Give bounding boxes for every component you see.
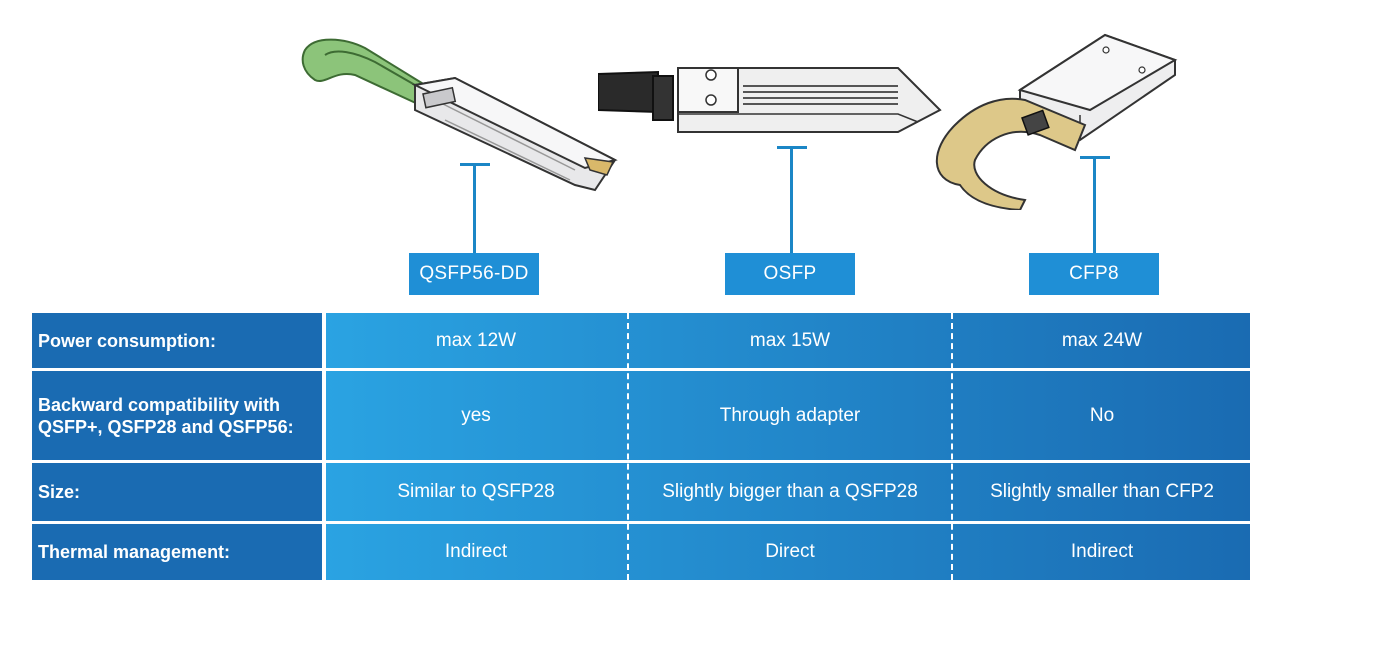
table-cell: Slightly bigger than a QSFP28	[662, 481, 918, 502]
row-header-backward-compatibility: Backward compatibility with QSFP+, QSFP2…	[32, 371, 322, 460]
row-header-thermal-management: Thermal management:	[32, 524, 322, 580]
column-divider	[951, 313, 953, 580]
table-row	[326, 313, 1250, 368]
table-row	[326, 524, 1250, 580]
row-header-power-consumption: Power consumption:	[32, 313, 322, 368]
table-cell: Similar to QSFP28	[397, 481, 555, 502]
table-cell: max 15W	[749, 329, 831, 351]
connector-stem	[1093, 156, 1096, 253]
cfp8-module-icon	[935, 33, 1178, 210]
table-cell: Through adapter	[719, 404, 861, 426]
module-label-cfp8: CFP8	[1029, 253, 1159, 295]
table-cell: Direct	[765, 541, 815, 562]
table-row	[326, 463, 1250, 521]
table-cell: max 12W	[435, 329, 517, 351]
row-header-size: Size:	[32, 463, 322, 521]
table-cell: No	[1089, 404, 1115, 426]
table-row	[326, 371, 1250, 460]
table-cell: Slightly smaller than CFP2	[990, 481, 1214, 502]
table-cell: max 24W	[1061, 329, 1143, 351]
column-divider	[627, 313, 629, 580]
table-cell: Indirect	[444, 541, 508, 562]
connector-stem	[790, 146, 793, 253]
module-label-qsfp56-dd: QSFP56-DD	[409, 253, 539, 295]
module-label-osfp: OSFP	[725, 253, 855, 295]
connector-stem	[473, 163, 476, 253]
table-cell: Indirect	[1070, 541, 1134, 562]
qsfp56-dd-module-icon	[301, 38, 618, 192]
table-cell: yes	[461, 404, 491, 426]
osfp-module-icon	[598, 67, 942, 133]
